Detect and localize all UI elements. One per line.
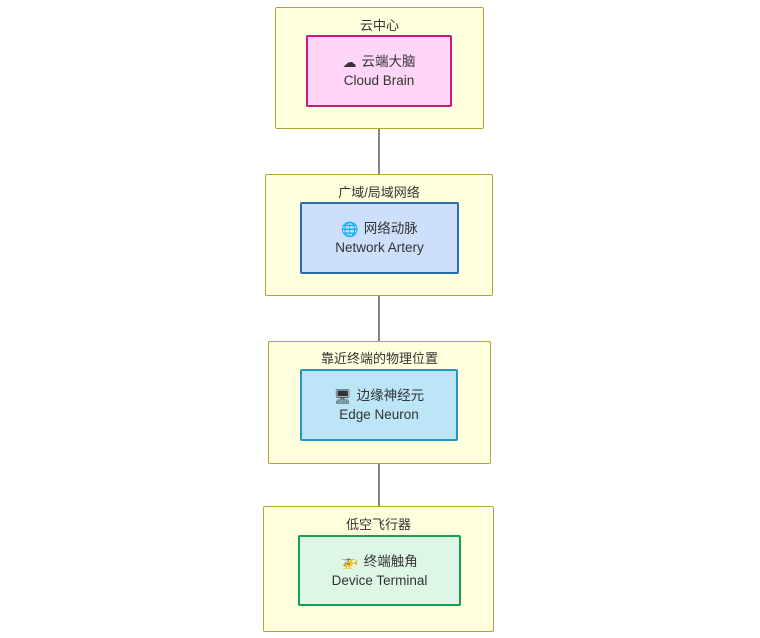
node-edge-neuron-label-cn: 边缘神经元 xyxy=(356,388,425,403)
node-cloud-brain-primary: ☁ 云端大脑 xyxy=(343,52,416,71)
node-network-artery-primary: 🌐 网络动脉 xyxy=(341,219,417,238)
node-network-artery-label-en: Network Artery xyxy=(335,240,424,255)
node-cloud-brain-label-cn: 云端大脑 xyxy=(361,54,416,69)
globe-icon: 🌐 xyxy=(341,220,359,237)
node-network-artery-label-cn: 网络动脉 xyxy=(363,221,418,236)
subgraph-title-near-terminal-location: 靠近终端的物理位置 xyxy=(320,351,438,366)
node-device-terminal-label-en: Device Terminal xyxy=(331,572,428,588)
desktop-computer-icon: 🖥 xyxy=(333,387,352,404)
cloud-icon: ☁ xyxy=(342,53,357,70)
node-device-terminal-primary: 🚁 终端触角 xyxy=(341,552,417,571)
node-edge-neuron[interactable]: 🖥 边缘神经元 Edge Neuron xyxy=(300,369,458,441)
node-cloud-brain-label-en: Cloud Brain xyxy=(343,73,415,88)
node-device-terminal-label-cn: 终端触角 xyxy=(363,553,418,569)
subgraph-title-cloud-center: 云中心 xyxy=(359,18,399,33)
node-cloud-brain[interactable]: ☁ 云端大脑 Cloud Brain xyxy=(306,35,452,107)
node-device-terminal[interactable]: 🚁 终端触角 Device Terminal xyxy=(298,535,461,606)
subgraph-title-wan-lan-network: 广域/局域网络 xyxy=(338,185,420,200)
node-edge-neuron-label-en: Edge Neuron xyxy=(339,407,419,422)
node-edge-neuron-primary: 🖥 边缘神经元 xyxy=(334,386,424,405)
helicopter-icon: 🚁 xyxy=(341,553,359,569)
subgraph-title-low-altitude-aircraft: 低空飞行器 xyxy=(345,517,411,532)
node-network-artery[interactable]: 🌐 网络动脉 Network Artery xyxy=(300,202,459,274)
